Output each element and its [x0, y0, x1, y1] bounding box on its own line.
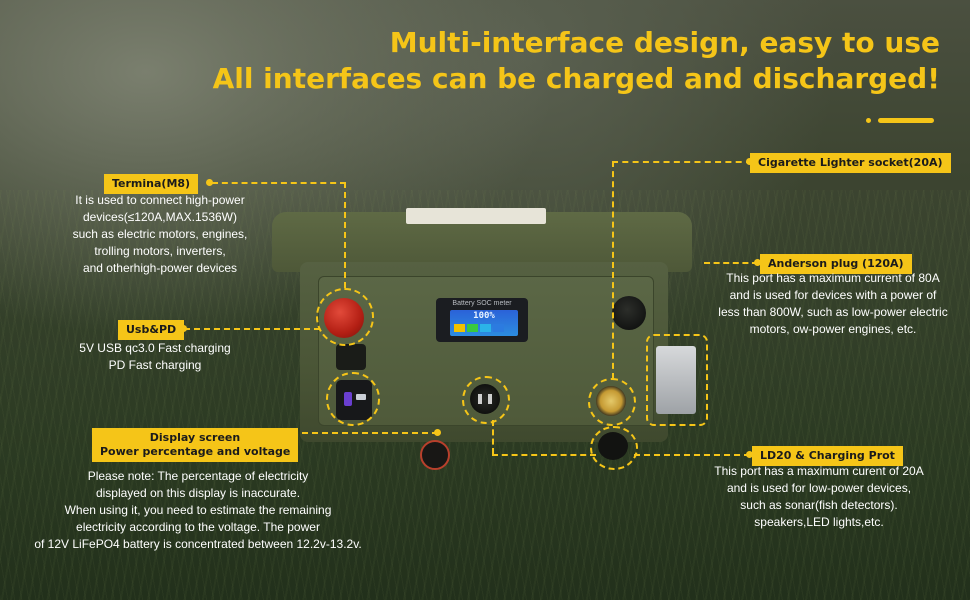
accent-dot — [866, 118, 871, 123]
display-tag-line: Display screen — [149, 431, 241, 444]
cigarette-cap-knob — [612, 296, 646, 330]
usb-highlight-ring — [326, 372, 380, 426]
terminal-desc-line: It is used to connect high-power — [75, 193, 245, 207]
terminal-leader — [212, 182, 346, 288]
display-leader-dot — [434, 429, 441, 436]
anderson-tag: Anderson plug (120A) — [760, 254, 912, 274]
display-desc-line: When using it, you need to estimate the … — [64, 503, 332, 517]
soc-bars — [454, 324, 504, 332]
anderson-desc-line: and is used for devices with a power of — [729, 288, 937, 302]
anderson-leader — [704, 262, 758, 264]
display-desc-line: electricity according to the voltage. Th… — [76, 520, 320, 534]
display-desc-line: of 12V LiFePO4 battery is concentrated b… — [34, 537, 362, 551]
m8-highlight-ring — [462, 376, 510, 424]
soc-bar — [454, 324, 465, 332]
terminal-description: It is used to connect high-power devices… — [40, 192, 280, 277]
display-desc-line: Please note: The percentage of electrici… — [87, 469, 309, 483]
ld20-desc-line: and is used for low-power devices, — [726, 481, 912, 495]
display-desc-line: displayed on this display is inaccurate. — [95, 486, 301, 500]
terminal-highlight-ring — [316, 288, 374, 346]
terminal-desc-line: such as electric motors, engines, — [72, 227, 248, 241]
lid-label-plate — [406, 208, 546, 224]
anderson-plug — [656, 346, 696, 414]
terminal-desc-line: devices(≤120A,MAX.1536W) — [83, 210, 237, 224]
ld20-highlight-ring — [590, 426, 638, 470]
ld20-desc-line: speakers,LED lights,etc. — [754, 515, 884, 529]
headline-line-1: Multi-interface design, easy to use — [389, 26, 940, 59]
anderson-desc-line: This port has a maximum current of 80A — [726, 271, 940, 285]
terminal-leader-dot — [206, 179, 213, 186]
usb-desc-line: PD Fast charging — [108, 358, 202, 372]
ld20-desc-line: This port has a maximum curent of 20A — [714, 464, 924, 478]
anderson-leader-dot — [754, 259, 761, 266]
usb-cover-cap — [336, 344, 366, 370]
ld20-tag: LD20 & Charging Prot — [752, 446, 903, 466]
display-leader — [302, 432, 438, 434]
terminal-desc-line: trolling motors, inverters, — [94, 244, 226, 258]
headline-line-2: All interfaces can be charged and discha… — [212, 62, 940, 95]
anderson-desc-line: motors, ow-power engines, etc. — [749, 322, 917, 336]
terminal-tag: Termina(M8) — [104, 174, 199, 194]
accent-underline — [878, 118, 934, 123]
m8-leader-h — [492, 454, 596, 456]
cigarette-leader-dot — [746, 158, 753, 165]
ld20-description: This port has a maximum curent of 20A an… — [694, 463, 944, 531]
cigarette-highlight-ring — [588, 378, 636, 426]
terminal-desc-line: and otherhigh-power devices — [82, 261, 238, 275]
soc-bar — [493, 324, 504, 332]
soc-bar — [480, 324, 491, 332]
cigarette-tag: Cigarette Lighter socket(20A) — [750, 153, 951, 173]
anderson-description: This port has a maximum current of 80A a… — [700, 270, 966, 338]
cigarette-leader — [612, 161, 752, 379]
soc-bar — [467, 324, 478, 332]
display-description: Please note: The percentage of electrici… — [0, 468, 396, 553]
display-tag-line: Power percentage and voltage — [100, 445, 291, 458]
soc-lcd-value: 100% — [473, 311, 495, 321]
ld20-leader-dot — [746, 451, 753, 458]
ld20-leader — [634, 454, 750, 456]
m8-leader — [492, 420, 495, 454]
usb-description: 5V USB qc3.0 Fast charging PD Fast charg… — [50, 340, 260, 374]
soc-display-header: Battery SOC meter — [452, 300, 512, 307]
usb-desc-line: 5V USB qc3.0 Fast charging — [79, 341, 231, 355]
usb-leader — [184, 328, 320, 330]
ld20-charging-port — [420, 440, 450, 470]
usb-tag: Usb&PD — [118, 320, 185, 340]
anderson-highlight-ring — [646, 334, 708, 426]
anderson-desc-line: less than 800W, such as low-power electr… — [718, 305, 948, 319]
display-tag: Display screen Power percentage and volt… — [92, 428, 298, 462]
ld20-desc-line: such as sonar(fish detectors). — [740, 498, 898, 512]
